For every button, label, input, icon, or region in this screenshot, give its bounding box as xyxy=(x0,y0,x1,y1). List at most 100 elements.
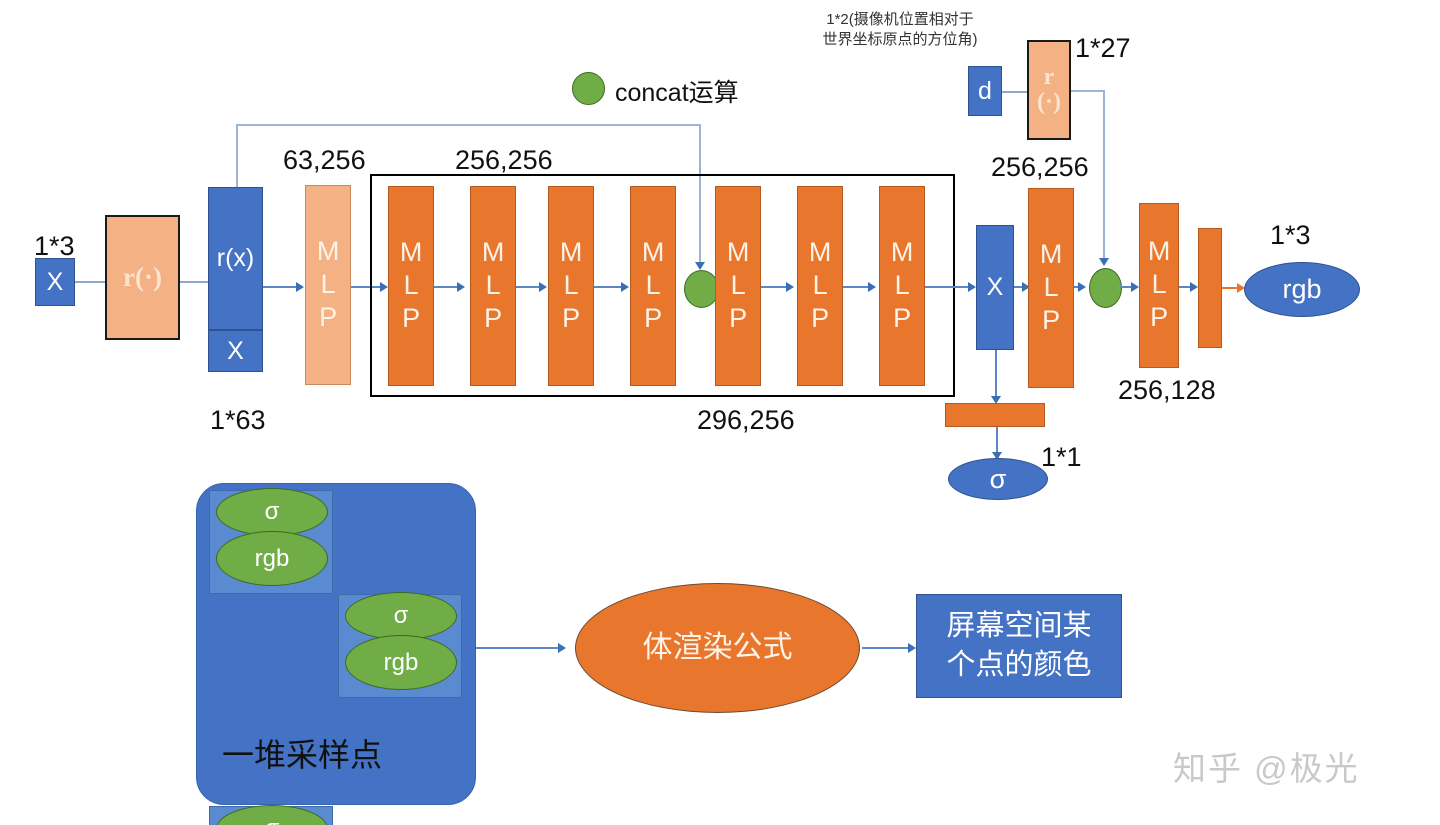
connector-mlp6-mlp7 xyxy=(761,286,787,288)
direction-input-box: d xyxy=(968,66,1002,116)
encoded-rx-box: r(x) xyxy=(208,187,263,330)
connector-encoder-to-rx xyxy=(180,281,208,283)
connector-mlp1-to-block xyxy=(351,286,381,288)
connector-samples-to-render xyxy=(476,647,560,649)
arrow-render-to-output-icon xyxy=(908,643,916,653)
x-input-dim-label: 1*3 xyxy=(34,231,75,261)
mlp-layer-8: MLP xyxy=(879,186,925,386)
legend-concat-label: concat运算 xyxy=(615,79,739,107)
rgb-head-box xyxy=(1198,228,1222,348)
direction-encoder-box: r (·) xyxy=(1027,40,1071,140)
arrow-mlp7-mlp8-icon xyxy=(868,282,876,292)
mlp-feat-shape-label: 256,256 xyxy=(991,152,1089,182)
connector-featurex-to-sigmahead xyxy=(995,350,997,398)
screen-color-output-box: 屏幕空间某 个点的颜色 xyxy=(916,594,1122,698)
mlp-layer-2: MLP xyxy=(388,186,434,386)
arrow-featurex-to-sigmahead-icon xyxy=(991,396,1001,404)
encoded-x-box: X xyxy=(208,330,263,372)
x-input-box: X xyxy=(35,258,75,306)
connector-d-to-direncoder xyxy=(1002,91,1028,93)
mlp-layer-3: MLP xyxy=(470,186,516,386)
mlp-layer-7: MLP xyxy=(797,186,843,386)
mlp-rgb-layer: MLP xyxy=(1139,203,1179,368)
sample-cell-2: σ rgb xyxy=(338,592,462,698)
sigma-head-box xyxy=(945,403,1045,427)
encoded-x-label: X xyxy=(227,336,244,365)
concat-block-shape-label: 296,256 xyxy=(697,405,795,435)
connector-sigmahead-to-sigma xyxy=(996,427,998,455)
mlp-layer-4-label: MLP xyxy=(556,236,587,336)
connector-featurex-to-mlpfeat xyxy=(1014,286,1026,288)
connector-render-to-output xyxy=(862,647,910,649)
mlp-block-frame xyxy=(370,174,955,397)
sample-cell-2-rgb-label: rgb xyxy=(383,648,419,676)
connector-mlp2-mlp3 xyxy=(434,286,458,288)
sample-cell-1-rgb-label: rgb xyxy=(254,544,290,572)
skip-connection-vertical-start xyxy=(236,124,238,187)
mlp-layer-1-label: MLP xyxy=(313,235,344,335)
arrow-mlp3-mlp4-icon xyxy=(539,282,547,292)
connector-concat2-to-mlprgb xyxy=(1120,286,1134,288)
mlp-rgb-shape-label: 256,128 xyxy=(1118,375,1216,405)
sigma-output-label: σ xyxy=(989,463,1007,494)
connector-x-to-encoder xyxy=(75,281,105,283)
feature-x-label: X xyxy=(986,273,1004,302)
mlp-layer-6-label: MLP xyxy=(723,236,754,336)
mlp-layer-5-label: MLP xyxy=(638,236,669,336)
arrow-head-to-rgb-icon xyxy=(1237,283,1245,293)
sample-cell-1: σ rgb xyxy=(209,488,333,594)
mlp-layer-1: MLP xyxy=(305,185,351,385)
arrow-mlp6-mlp7-icon xyxy=(786,282,794,292)
sample-points-caption: 一堆采样点 xyxy=(222,737,383,773)
sample-cell-3: σ rgb xyxy=(209,805,333,825)
mlp-layer-3-label: MLP xyxy=(478,236,509,336)
mlp-layer-2-label: MLP xyxy=(396,236,427,336)
sample-cell-1-sigma-label: σ xyxy=(264,498,280,526)
d-encoded-dim-label: 1*27 xyxy=(1075,33,1131,63)
watermark: 知乎 @极光 xyxy=(1173,750,1360,787)
mlp-layer-6: MLP xyxy=(715,186,761,386)
connector-block-to-featurex xyxy=(925,286,969,288)
sigma-dim-label: 1*1 xyxy=(1041,442,1082,472)
x-input-label: X xyxy=(46,267,64,296)
encoded-rx-label: r(x) xyxy=(216,244,255,273)
concat-node-1 xyxy=(684,270,719,308)
connector-mlprgb-to-head xyxy=(1179,286,1193,288)
connector-head-to-rgb xyxy=(1222,287,1240,289)
direction-input-label: d xyxy=(978,76,992,105)
arrow-rx-to-mlp1-icon xyxy=(296,282,304,292)
connector-rx-to-mlp1 xyxy=(263,286,297,288)
mlp1-shape-label: 63,256 xyxy=(283,145,366,175)
mlp-layer-5: MLP xyxy=(630,186,676,386)
position-encoder-box: r(·) xyxy=(105,215,180,340)
mlp-feature-layer: MLP xyxy=(1028,188,1074,388)
connector-mlp4-mlp5 xyxy=(594,286,622,288)
arrow-featurex-to-mlpfeat-icon xyxy=(1022,282,1030,292)
mlp-block-shape-label: 256,256 xyxy=(455,145,553,175)
mlp-layer-7-label: MLP xyxy=(805,236,836,336)
feature-x-box: X xyxy=(976,225,1014,350)
connector-mlp3-mlp4 xyxy=(516,286,540,288)
d-input-annotation: 1*2(摄像机位置相对于 世界坐标原点的方位角) xyxy=(822,11,978,49)
rgb-output-node: rgb xyxy=(1244,262,1360,317)
arrow-mlprgb-to-head-icon xyxy=(1190,282,1198,292)
volume-render-node: 体渲染公式 xyxy=(575,583,860,713)
arrow-mlp4-mlp5-icon xyxy=(621,282,629,292)
legend-concat-marker-icon xyxy=(572,72,605,105)
mlp-feature-layer-label: MLP xyxy=(1036,238,1067,338)
sample-cell-2-sigma: σ xyxy=(345,592,457,640)
skip-connection-vertical-end xyxy=(699,124,701,264)
sigma-output-node: σ xyxy=(948,458,1048,500)
arrow-mlp1-to-block-icon xyxy=(380,282,388,292)
encoded-dim-label: 1*63 xyxy=(210,405,266,435)
rgb-dim-label: 1*3 xyxy=(1270,220,1311,250)
arrow-mlpfeat-to-concat2-icon xyxy=(1078,282,1086,292)
skip-connection-horizontal xyxy=(236,124,700,126)
sample-cell-2-rgb: rgb xyxy=(345,635,457,690)
dir-connector-vertical xyxy=(1103,90,1105,260)
position-encoder-label: r(·) xyxy=(123,262,162,293)
sample-cell-3-sigma-label: σ xyxy=(265,816,280,825)
arrow-concat2-to-mlprgb-icon xyxy=(1131,282,1139,292)
arrow-samples-to-render-icon xyxy=(558,643,566,653)
